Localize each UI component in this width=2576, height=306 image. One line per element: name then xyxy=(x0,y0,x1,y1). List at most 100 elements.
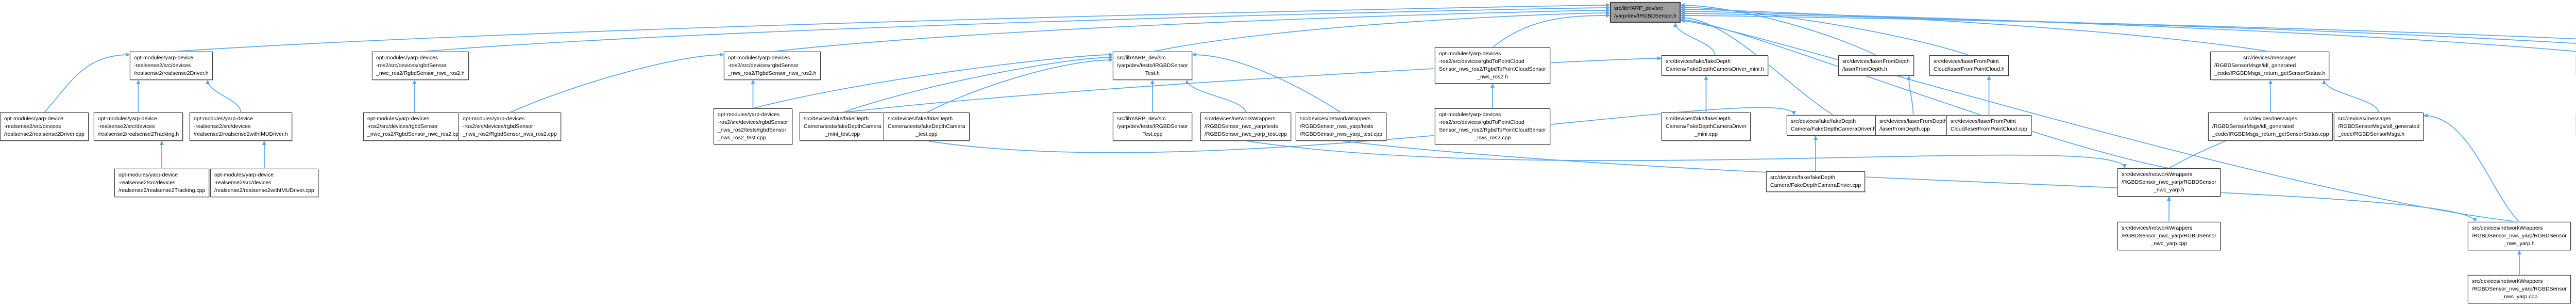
graph-node-rs2imu_h[interactable]: opt-modules/yarp-device-realsense2/src/d… xyxy=(190,112,292,141)
node-label-line: src/devices/networkWrappers xyxy=(2122,225,2193,231)
graph-node-irgbdtest_cpp[interactable]: src/libYARP_dev/src/yarp/dev/tests/IRGBD… xyxy=(1113,112,1192,141)
graph-node-rgbdnwc_ros2_h[interactable]: opt-modules/yarp-devices-ros2/src/device… xyxy=(372,52,469,80)
graph-node-nwc_yarp_h[interactable]: src/devices/networkWrappers/RGBDSensor_n… xyxy=(2117,168,2221,197)
include-edge-fdc_mini_test-to-irgbdtest_h xyxy=(842,55,1113,113)
graph-node-root[interactable]: src/libYARP_dev/src/yarp/dev/IRGBDSensor… xyxy=(1610,2,1681,23)
graph-node-laserdepth_h[interactable]: src/devices/laserFromDepth/laserFromDept… xyxy=(1838,55,1914,76)
node-label-line: _nwc_ros2/RgbdSensor_nwc_ros2.h xyxy=(376,70,465,76)
node-label-line: /RGBDSensor_nws_yarp/RGBDSensor xyxy=(2472,286,2567,292)
node-label-line: src/devices/messages xyxy=(2338,116,2392,122)
graph-node-rgbd2pc_h[interactable]: opt-modules/yarp-devices-ros2/src/device… xyxy=(1435,47,1550,84)
node-label-line: /RGBDSensor_nwc_yarp/tests xyxy=(1205,123,1278,130)
node-label-line: -ros2/src/devices/rgbdSensor xyxy=(728,62,799,69)
include-edge-rgbdmsgs_h-to-getstatus_h xyxy=(2322,79,2379,113)
graph-node-rgbdnws_ros2_cpp[interactable]: opt-modules/yarp-devices-ros2/src/device… xyxy=(459,112,561,141)
include-edge-nws_yarp_h-to-rgbdmsgs_h xyxy=(2423,114,2520,222)
graph-node-irgbdtest_h[interactable]: src/libYARP_dev/src/yarp/dev/tests/IRGBD… xyxy=(1113,52,1192,80)
graph-node-laserdepth_cpp[interactable]: src/devices/laserFromDepth/laserFromDept… xyxy=(1875,115,1951,136)
include-edge-all_h-to-root xyxy=(1680,13,2576,40)
node-label-line: /yarp/dev/IRGBDSensor.h xyxy=(1614,13,1676,19)
node-label-line: -ros2/src/devices/rgbdSensor xyxy=(367,123,438,130)
node-label-line: /yarp/dev/tests/IRGBDSensor xyxy=(1117,62,1188,69)
node-label-line: opt-modules/yarp-device xyxy=(194,116,253,122)
include-edge-rgbdnws_ros2_h-to-root xyxy=(772,8,1611,52)
node-label-line: src/devices/networkWrappers xyxy=(2472,225,2543,231)
include-edge-nwc_yarp_test-to-nwc_yarp_h xyxy=(1245,140,2127,169)
node-label-line: opt-modules/yarp-devices xyxy=(376,55,438,61)
include-edge-rgbd2pc_h-to-root xyxy=(1492,13,1611,48)
node-label-line: Cloud/laserFromPointCloud.h xyxy=(1934,66,2005,72)
graph-node-getstatus_cpp[interactable]: src/devices/messages/RGBDSensorMsgs/idl_… xyxy=(2208,112,2333,141)
node-label-line: _nws_ros2.cpp xyxy=(1474,135,1511,141)
node-label-line: Camera/FakeDepthCameraDriver.h xyxy=(1791,126,1876,132)
graph-node-rs2tracking_cpp[interactable]: opt-modules/yarp-device-realsense2/src/d… xyxy=(114,169,210,197)
node-label-line: _nws_ros2_test.cpp xyxy=(718,135,766,141)
node-label-line: _code/RGBDSensorMsgs.h xyxy=(2338,131,2404,137)
node-label-line: _mini_test.cpp xyxy=(825,131,860,137)
node-label-line: -ros2/src/devices/rgbdSensor xyxy=(718,119,788,125)
include-edge-rs2driver_h-to-root xyxy=(171,3,1611,52)
node-label-line: /RGBDSensorMsgs/idl_generated xyxy=(2338,123,2420,130)
graph-node-nwsros2_test[interactable]: opt-modules/yarp-devices-ros2/src/device… xyxy=(714,108,792,144)
graph-node-rs2driver_cpp[interactable]: opt-modules/yarp-device-realsense2/src/d… xyxy=(0,112,89,141)
node-label-line: -realsense2/src/devices xyxy=(194,123,251,130)
include-edge-fakedcd_mini_h-to-root xyxy=(1673,22,1716,56)
node-label-line: opt-modules/yarp-device xyxy=(4,116,63,122)
node-label-line: src/libYARP_dev/src xyxy=(1614,5,1663,11)
graph-node-rgbdnwc_ros2_cpp[interactable]: opt-modules/yarp-devices-ros2/src/device… xyxy=(363,112,466,141)
node-label-line: Camera/FakeDepthCameraDriver.cpp xyxy=(1770,182,1861,188)
include-edge-getstatus_h-to-root xyxy=(1680,7,2270,52)
node-label-line: src/devices/fake/fakeDepth xyxy=(1791,118,1856,124)
graph-node-nwc_yarp_test[interactable]: src/devices/networkWrappers/RGBDSensor_n… xyxy=(1200,112,1291,141)
include-edge-fdc_mini_test-to-fakedcd_mini_h xyxy=(842,56,1662,113)
node-label-line: /RGBDSensor_nwc_yarp/RGBDSensor xyxy=(2122,233,2216,239)
include-edge-laserdepth_cpp-to-laserdepth_h xyxy=(1907,75,1914,116)
node-label-line: /laserFromDepth.h xyxy=(1842,66,1887,72)
node-label-line: src/libYARP_dev/src xyxy=(1117,55,1166,61)
graph-node-rgbdnws_ros2_h[interactable]: opt-modules/yarp-devices-ros2/src/device… xyxy=(724,52,821,80)
node-label-line: /RGBDSensor_nwc_yarp/RGBDSensor xyxy=(2122,179,2216,185)
graph-node-rgbd2pc_cpp[interactable]: opt-modules/yarp-devices-ros2/src/device… xyxy=(1435,108,1550,144)
graph-node-nws_yarp_cpp[interactable]: src/devices/networkWrappers/RGBDSensor_n… xyxy=(2468,275,2571,303)
graph-node-rs2tracking_h[interactable]: opt-modules/yarp-device-realsense2/src/d… xyxy=(94,112,183,141)
node-label-line: Camera/tests/fakeDepthCamera xyxy=(888,123,965,130)
node-label-line: _code/IRGBDMsgs_return_getSensorStatus.c… xyxy=(2212,131,2329,137)
include-edge-nwc_yarp_test-to-irgbdtest_h xyxy=(1185,79,1246,113)
node-label-line: /RGBDSensor_nwc_yarp_test.cpp xyxy=(1205,131,1287,137)
node-label-line: /laserFromDepth.cpp xyxy=(1879,126,1930,132)
include-edge-fdc_test-to-irgbdtest_h xyxy=(926,58,1113,113)
node-label-line: src/devices/networkWrappers xyxy=(1300,116,1371,122)
node-label-line: _nws_ros2/RgbdSensor_nws_ros2.cpp xyxy=(463,131,557,137)
node-label-line: Camera/FakeDepthCameraDriver xyxy=(1666,123,1747,130)
node-label-line: Camera/tests/fakeDepthCamera xyxy=(804,123,882,130)
node-label-line: /realsense2/realsense2withIMUDriver.h xyxy=(194,131,288,137)
graph-node-nwc_yarp_cpp[interactable]: src/devices/networkWrappers/RGBDSensor_n… xyxy=(2117,222,2221,250)
node-label-line: opt-modules/yarp-device xyxy=(118,172,178,178)
include-edge-rgbdnws_ros2_cpp-to-rgbdnws_ros2_h xyxy=(510,53,724,113)
node-label-line: _nws_yarp.cpp xyxy=(2501,294,2538,300)
node-label-line: src/devices/fake/fakeDepth xyxy=(804,116,869,122)
include-edge-nwsros2_test-to-irgbdtest_h xyxy=(753,53,1113,109)
node-label-line: Camera/FakeDepthCameraDriver_mini.h xyxy=(1666,66,1764,72)
include-edge-irgbdtest_h-to-root xyxy=(1152,11,1611,52)
node-label-line: _nwc_yarp.h xyxy=(2154,187,2184,193)
graph-node-rs2imu_cpp[interactable]: opt-modules/yarp-device-realsense2/src/d… xyxy=(210,169,318,197)
graph-node-rs2driver_h[interactable]: opt-modules/yarp-device-realsense2/src/d… xyxy=(130,52,213,80)
node-label-line: Sensor_nws_ros2/RgbdToPointCloudSensor xyxy=(1439,127,1546,133)
node-label-line: -realsense2/src/devices xyxy=(4,123,61,130)
graph-node-nws_yarp_test[interactable]: src/devices/networkWrappers/RGBDSensor_n… xyxy=(1296,112,1386,141)
graph-node-nws_yarp_h[interactable]: src/devices/networkWrappers/RGBDSensor_n… xyxy=(2468,222,2571,250)
node-label-line: -ros2/src/devices/rgbdToPointCloud xyxy=(1439,58,1524,65)
graph-node-getstatus_h[interactable]: src/devices/messages/RGBDSensorMsgs/idl_… xyxy=(2210,52,2330,80)
node-label-line: /RGBDSensorMsgs/idl_generated xyxy=(2214,62,2296,69)
graph-node-rgbdmsgs_h[interactable]: src/devices/messages/RGBDSensorMsgs/idl_… xyxy=(2334,112,2424,141)
